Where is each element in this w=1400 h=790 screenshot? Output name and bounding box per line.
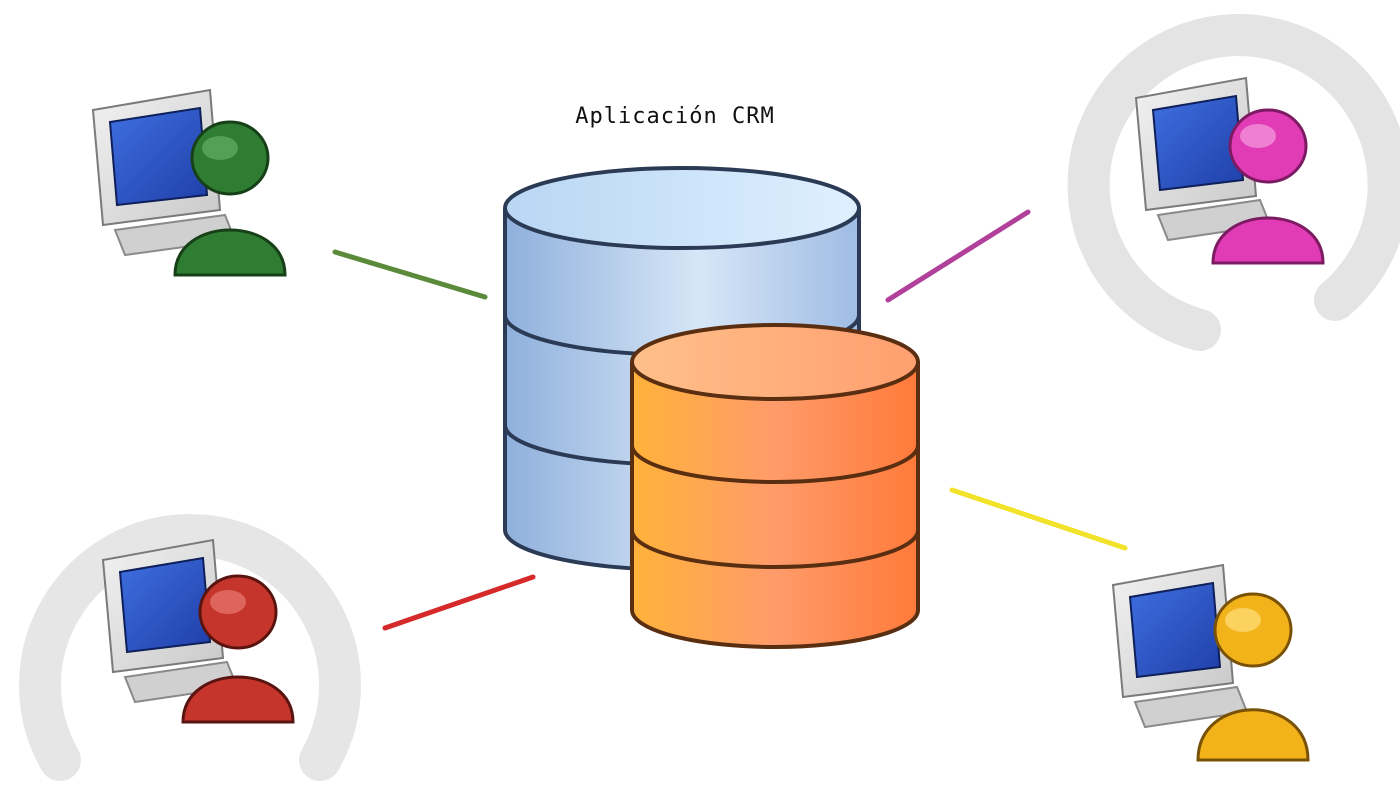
connector-top-left [332,249,488,300]
user-computer-icon-top-left [91,88,287,277]
connector-top-right [885,209,1031,303]
user-computer-icon-top-right [1134,76,1325,265]
user-person-icon [181,574,295,724]
ring-decoration-bottom-left [19,514,361,781]
user-person-icon [1211,108,1325,265]
computer-monitor-icon [101,538,239,704]
connector-bottom-right [949,487,1128,551]
user-person-icon [1196,592,1310,762]
computer-monitor-icon [1134,76,1272,242]
database-icon [503,166,920,649]
database-front-orange [630,323,920,649]
diagram-title: Aplicación CRM [575,104,775,129]
user-computer-icon-bottom-right [1111,563,1310,762]
computer-monitor-icon [1111,563,1249,729]
ring-decoration-top-right [1067,14,1400,351]
user-computer-icon-bottom-left [101,538,295,724]
computer-monitor-icon [91,88,237,257]
connector-bottom-left [382,574,536,631]
user-person-icon [173,120,287,277]
